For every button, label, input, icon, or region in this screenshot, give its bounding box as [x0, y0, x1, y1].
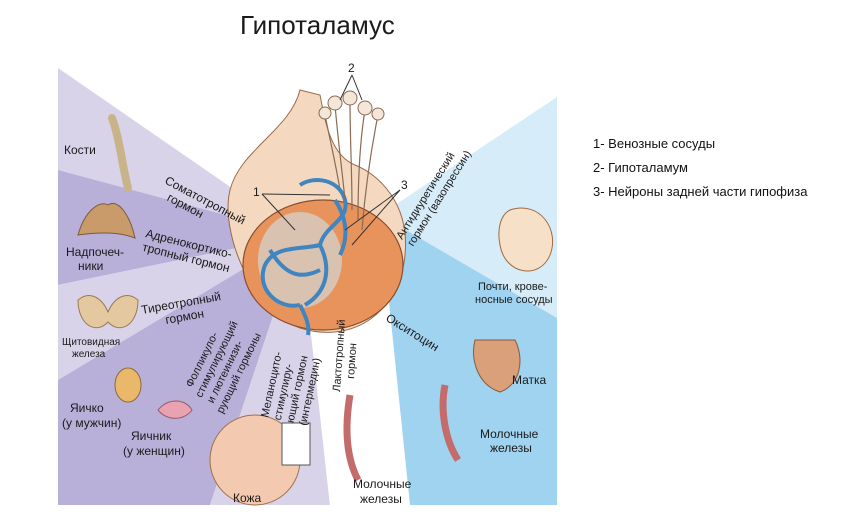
label-kidney-1: Почти, крове- [478, 281, 548, 293]
mammary-right-illustration [439, 384, 461, 462]
label-testis-1: Яичко [70, 401, 104, 415]
adrenal-illustration [77, 202, 136, 239]
uterus-illustration [473, 339, 521, 393]
label-ovary-1: Яичник [131, 429, 172, 443]
legend-item-1: 1- Венозные сосуды [593, 136, 716, 151]
legend-item-2: 2- Гипоталамум [593, 160, 688, 175]
wedge-oxytocin [380, 215, 557, 505]
label-thyroid-2: железа [72, 349, 106, 360]
label-mammary-left-2: железы [360, 492, 402, 506]
thyroid-illustration [77, 295, 139, 329]
label-mammary-right-1: Молочные [480, 427, 539, 441]
face-illustration [281, 422, 311, 466]
label-adrenal-1: Надпочеч- [66, 245, 124, 259]
label-mammary-left-1: Молочные [353, 477, 412, 491]
hormone-prolactin-2: гормон [345, 343, 359, 380]
bone-illustration [108, 114, 132, 192]
marker-lines [261, 74, 401, 246]
ovary-illustration [157, 400, 193, 419]
hypothalamic-neurons [324, 99, 379, 231]
page-title: Гипоталамус [240, 10, 395, 40]
label-uterus: Матка [512, 373, 547, 387]
mammary-left-illustration [343, 394, 362, 482]
label-bones: Кости [64, 143, 96, 157]
label-adrenal-2: ники [78, 259, 103, 273]
marker-2: 2 [348, 61, 355, 75]
hormone-prolactin-1: Лактотропный [331, 319, 348, 392]
testis-illustration [114, 367, 142, 403]
label-mammary-right-2: железы [490, 441, 532, 455]
wedge-acth [58, 170, 300, 285]
label-thyroid-1: Щитовидная [62, 337, 120, 348]
marker-1: 1 [253, 185, 260, 199]
kidney-illustration [498, 207, 554, 272]
wedge-fsh [58, 235, 300, 505]
label-testis-2: (у мужчин) [62, 416, 121, 430]
label-kidney-2: носные сосуды [475, 294, 553, 306]
hormone-thyrotropic-2: гормон [164, 306, 205, 327]
label-ovary-2: (у женщин) [123, 444, 185, 458]
anterior-lobe [258, 212, 342, 308]
label-skin: Кожа [233, 491, 262, 505]
marker-3: 3 [401, 178, 408, 192]
neuron-bodies [318, 90, 385, 121]
legend-item-3: 3- Нейроны задней части гипофиза [593, 184, 808, 199]
